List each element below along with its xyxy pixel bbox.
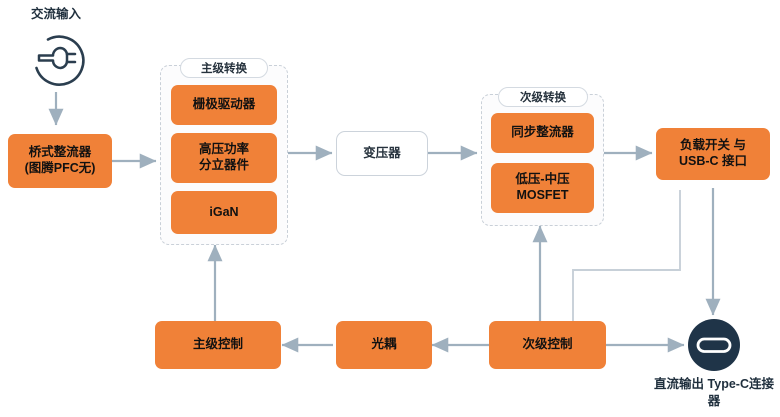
ac-input-label: 交流输入 <box>30 7 81 21</box>
dc-output-line1: 直流输出 <box>654 377 705 391</box>
block-load-switch-usbc-line1: 负载开关 与 <box>680 138 746 153</box>
block-primary-control[interactable]: 主级控制 <box>155 321 281 369</box>
block-load-switch-usbc-line2: USB-C 接口 <box>678 154 748 168</box>
block-igan-line1: iGaN <box>209 204 239 219</box>
block-transformer-line1: 变压器 <box>363 145 401 160</box>
block-secondary-control[interactable]: 次级控制 <box>489 321 606 369</box>
group-primary-conversion-label: 主级转换 <box>180 58 268 78</box>
usb-c-connector-icon <box>687 318 741 377</box>
dc-output-line2: Type-C连接器 <box>707 377 774 408</box>
block-optocoupler-line1: 光耦 <box>371 337 397 352</box>
block-hv-power-discrete-line2: 分立器件 <box>198 158 249 172</box>
dc-output-label: 直流输出 Type-C连接器 <box>650 376 778 410</box>
block-load-switch-usbc[interactable]: 负载开关 与 USB-C 接口 <box>656 128 770 180</box>
power-plug-circle-icon <box>26 30 88 97</box>
block-gate-driver[interactable]: 栅极驱动器 <box>171 85 277 125</box>
block-gate-driver-line1: 栅极驱动器 <box>192 97 256 112</box>
block-sync-rectifier[interactable]: 同步整流器 <box>491 113 594 153</box>
block-optocoupler[interactable]: 光耦 <box>336 321 432 369</box>
block-transformer[interactable]: 变压器 <box>336 131 428 176</box>
block-lv-mv-mosfet-line2: MOSFET <box>516 188 569 202</box>
block-sync-rectifier-line1: 同步整流器 <box>511 125 574 140</box>
block-hv-power-discrete-line1: 高压功率 <box>198 142 249 157</box>
block-igan[interactable]: iGaN <box>171 191 277 234</box>
block-hv-power-discrete[interactable]: 高压功率 分立器件 <box>171 133 277 183</box>
block-bridge-rectifier-line1: 桥式整流器 <box>28 145 92 160</box>
block-bridge-rectifier[interactable]: 桥式整流器 (图腾PFC无) <box>8 134 112 188</box>
group-secondary-conversion-label: 次级转换 <box>498 87 588 107</box>
block-secondary-control-line1: 次级控制 <box>522 337 573 352</box>
block-lv-mv-mosfet-line1: 低压-中压 <box>515 172 570 187</box>
block-bridge-rectifier-line2: (图腾PFC无) <box>24 161 96 175</box>
block-lv-mv-mosfet[interactable]: 低压-中压 MOSFET <box>491 163 594 213</box>
block-primary-control-line1: 主级控制 <box>192 337 243 352</box>
